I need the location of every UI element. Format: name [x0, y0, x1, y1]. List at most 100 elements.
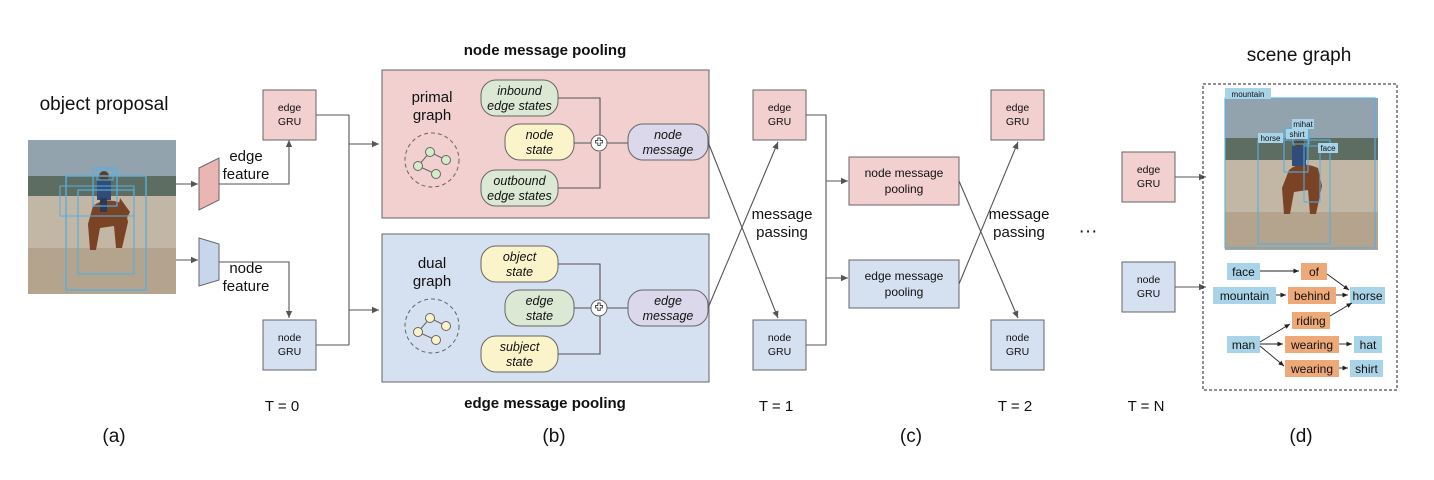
svg-text:edge: edge [526, 294, 554, 308]
svg-text:GRU: GRU [768, 116, 791, 128]
svg-text:node: node [1137, 274, 1161, 286]
svg-text:outbound: outbound [493, 174, 546, 188]
dual-graph-icon [404, 298, 460, 354]
edge-feature-label-1: edge [229, 148, 262, 165]
primal-graph-label-2: graph [413, 107, 451, 124]
node-gru-t1 [752, 319, 807, 371]
time-label-t0: T = 0 [265, 398, 299, 415]
sg-relation-of: of [1309, 265, 1320, 279]
svg-text:edge: edge [768, 102, 792, 114]
node-feature-label-2: feature [223, 278, 270, 295]
node-gru-t2 [990, 319, 1045, 371]
panel-c-caption: (c) [900, 426, 922, 447]
node-feature-label-1: node [229, 260, 262, 277]
node-feature-to-gru-arrow [219, 261, 293, 318]
scene-graph-edges [1259, 268, 1353, 371]
edge-gru-t0-label-1: edge [278, 102, 302, 114]
dual-graph-label-1: dual [418, 255, 446, 272]
svg-text:edge message: edge message [865, 269, 944, 283]
svg-text:node message: node message [865, 166, 944, 180]
gru-tn: edge GRU node GRU T = N [1121, 151, 1206, 415]
dual-graph-label-2: graph [413, 273, 451, 290]
panel-a-caption: (a) [102, 426, 125, 447]
edge-gru-t0-label-2: GRU [278, 116, 301, 128]
image-tag-face: face [1320, 144, 1336, 153]
sg-object-hat: hat [1360, 338, 1377, 352]
svg-text:edge: edge [654, 294, 682, 308]
panel-a: object proposal edge feature [28, 94, 293, 447]
image-tag-horse: horse [1260, 134, 1281, 143]
svg-text:passing: passing [993, 224, 1045, 241]
svg-text:state: state [506, 355, 533, 369]
object-proposal-image [28, 140, 176, 294]
ellipsis: ··· [1079, 221, 1098, 242]
gru-t0: edge GRU node GRU T = 0 [262, 89, 379, 415]
svg-text:GRU: GRU [1006, 346, 1029, 358]
svg-text:node: node [526, 128, 554, 142]
edge-gru-tn [1121, 151, 1176, 203]
svg-text:subject: subject [500, 340, 540, 354]
svg-text:edge: edge [1006, 102, 1030, 114]
sg-relation-wearing-2: wearing [1290, 362, 1333, 376]
scene-graph-frame [1202, 83, 1398, 391]
svg-text:node: node [654, 128, 682, 142]
time-label-t2: T = 2 [998, 398, 1032, 415]
panel-c: node message pooling edge message poolin… [848, 89, 1098, 447]
edge-gru-t1 [752, 89, 807, 141]
time-label-t1: T = 1 [759, 398, 793, 415]
panel-b-caption: (b) [542, 426, 565, 447]
image-tag-mihat: mihat [1293, 120, 1313, 129]
primal-graph-icon [404, 132, 460, 188]
node-message-pooling-title: node message pooling [464, 42, 627, 59]
svg-text:object: object [503, 250, 537, 264]
node-message-pooling-box [848, 156, 960, 206]
svg-text:message: message [643, 143, 694, 157]
svg-text:pooling: pooling [885, 182, 924, 196]
node-pool-to-node-gru-t2 [958, 180, 1019, 319]
svg-text:state: state [506, 265, 533, 279]
image-tag-mountain: mountain [1232, 90, 1265, 99]
svg-text:node: node [1006, 332, 1030, 344]
sg-object-man: man [1232, 338, 1255, 352]
svg-text:GRU: GRU [768, 346, 791, 358]
sg-relation-riding: riding [1296, 314, 1325, 328]
time-label-tn: T = N [1128, 398, 1165, 415]
edge-message-pooling-title: edge message pooling [464, 395, 626, 412]
image-tag-shirt: shirt [1289, 130, 1305, 139]
svg-text:state: state [526, 143, 553, 157]
panel-d: scene graph mountain mihat shirt horse f… [1202, 45, 1398, 447]
primal-sum-icon [590, 134, 608, 152]
edge-gru-t2 [990, 89, 1045, 141]
svg-text:message: message [989, 206, 1050, 223]
message-passing-label-1a: message [752, 206, 813, 223]
svg-text:GRU: GRU [1006, 116, 1029, 128]
edge-gru-t0 [262, 89, 317, 141]
svg-text:GRU: GRU [1137, 288, 1160, 300]
node-message-to-node-gru-t1 [707, 141, 779, 319]
node-gru-t0-label-2: GRU [278, 346, 301, 358]
edge-feature-label-2: feature [223, 166, 270, 183]
node-gru-tn [1121, 261, 1176, 313]
node-gru-t0 [262, 319, 317, 371]
sg-object-mountain: mountain [1220, 289, 1269, 303]
svg-text:state: state [526, 309, 553, 323]
svg-text:inbound: inbound [497, 84, 543, 98]
svg-text:message: message [643, 309, 694, 323]
svg-text:edge states: edge states [487, 99, 552, 113]
edge-message-pooling-box [848, 259, 960, 309]
sg-object-shirt: shirt [1355, 362, 1378, 376]
edge-message-to-edge-gru-t1 [707, 141, 779, 309]
scene-graph-title: scene graph [1247, 45, 1352, 66]
panel-b: node message pooling primal graph inboun… [381, 42, 710, 447]
svg-text:node: node [768, 332, 792, 344]
edge-feature-extractor [198, 157, 220, 211]
message-passing-label-1b: passing [756, 224, 808, 241]
node-gru-t0-label-1: node [278, 332, 302, 344]
sg-relation-wearing-1: wearing [1290, 338, 1333, 352]
node-state [504, 123, 575, 161]
dual-sum-icon [590, 299, 608, 317]
svg-text:edge: edge [1137, 164, 1161, 176]
sg-relation-behind: behind [1294, 289, 1330, 303]
sg-object-face: face [1232, 265, 1255, 279]
